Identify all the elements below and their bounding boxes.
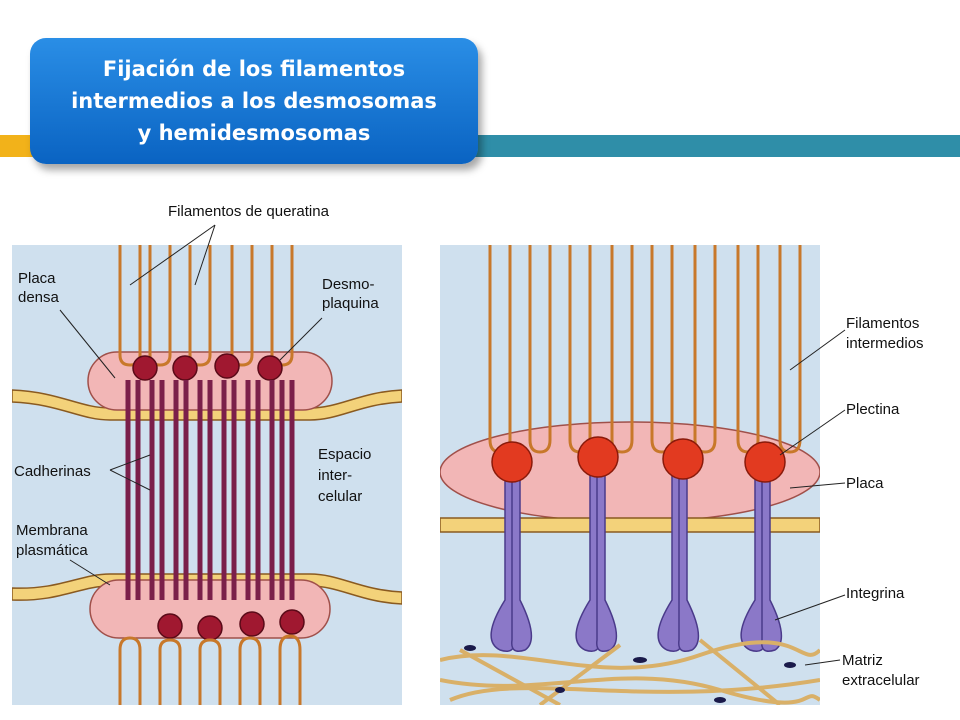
cadherins (125, 380, 295, 600)
plectin (491, 436, 786, 483)
label-intercellular-space-line1: Espacio (318, 446, 371, 463)
page-title: Fijación de los filamentos intermedios a… (71, 57, 437, 145)
label-desmoplakin-line1: Desmo- (322, 276, 375, 293)
extracellular-matrix (440, 638, 820, 705)
keratin-filaments-bottom (118, 634, 302, 705)
integrins (490, 474, 783, 652)
title-box: Fijación de los filamentos intermedios a… (30, 38, 478, 164)
upper-membrane (12, 389, 402, 421)
desmoplakin-top (132, 353, 283, 381)
matrix-particles (464, 645, 796, 703)
label-plectin: Plectina (846, 401, 900, 418)
label-plasma-membrane-line2: plasmática (16, 542, 88, 559)
label-extracellular-matrix-line2: extracelular (842, 672, 920, 689)
label-cadherins: Cadherinas (14, 463, 91, 480)
label-integrin: Integrina (846, 585, 905, 602)
label-intercellular-space-line2: inter- (318, 467, 352, 484)
label-desmoplakin-line2: plaquina (322, 295, 379, 312)
label-intercellular-space-line3: celular (318, 488, 362, 505)
label-keratin-filaments: Filamentos de queratina (168, 203, 330, 220)
label-intermediate-filaments-line1: Filamentos (846, 315, 919, 332)
cadherin-gaps (132, 430, 278, 560)
hemidesmosome-membrane (440, 517, 820, 533)
hemidesmosome-diagram (440, 245, 846, 705)
label-plate: Placa (846, 475, 884, 492)
label-plasma-membrane-line1: Membrana (16, 522, 88, 539)
desmoplakin-bottom (157, 609, 305, 641)
hemidesmosome-leader-lines (774, 329, 846, 666)
desmosome-diagram (12, 224, 402, 705)
desmosome-leader-lines (59, 224, 323, 586)
label-intermediate-filaments-line2: intermedios (846, 335, 924, 352)
label-extracellular-matrix-line1: Matriz (842, 652, 883, 669)
header-accent-left (0, 135, 34, 157)
label-dense-plaque-line1: Placa (18, 270, 56, 287)
label-dense-plaque-line2: densa (18, 289, 60, 306)
